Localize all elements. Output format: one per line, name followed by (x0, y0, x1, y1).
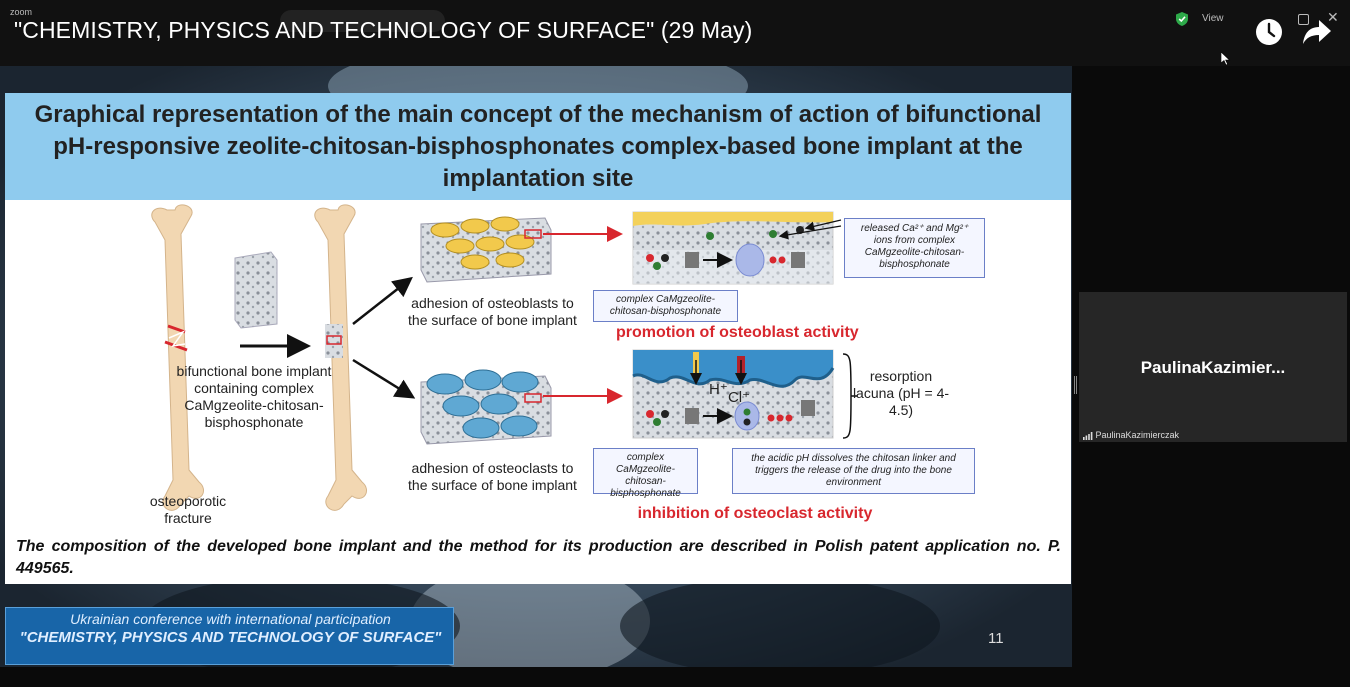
cursor-icon (1221, 52, 1231, 66)
mechanism-diagram (151, 204, 857, 511)
resorption-label: resorption lacuna (pH = 4-4.5) (852, 368, 950, 418)
participant-name-label: PaulinaKazimierczak (1083, 430, 1179, 440)
inhibition-heading: inhibition of osteoclast activity (637, 505, 873, 522)
promotion-heading: promotion of osteoblast activity (616, 324, 859, 341)
participant-video-tile[interactable]: PaulinaKazimier... PaulinaKazimierczak (1079, 292, 1347, 442)
implant-cube (234, 251, 278, 329)
banner-conference-name: "CHEMISTRY, PHYSICS AND TECHNOLOGY OF SU… (19, 629, 442, 646)
slide-header: Graphical representation of the main con… (5, 93, 1071, 200)
conference-banner: Ukrainian conference with international … (5, 607, 454, 665)
released-ions-callout: released Ca²⁺ and Mg²⁺ ions from complex… (844, 218, 985, 278)
fractured-bone (151, 204, 204, 511)
view-button[interactable]: View (1202, 13, 1224, 24)
osteoblast-zoom-panel (632, 211, 842, 285)
osteoblast-block (420, 216, 552, 283)
osteoblasts-label: adhesion of osteoblasts to the surface o… (408, 295, 577, 328)
restore-icon[interactable] (1298, 14, 1309, 25)
window-title: "CHEMISTRY, PHYSICS AND TECHNOLOGY OF SU… (14, 17, 753, 43)
slide-footnote: The composition of the developed bone im… (16, 538, 1061, 577)
arrow-to-osteoblasts (352, 276, 413, 325)
h-ion-label: H⁺ (709, 381, 728, 398)
shield-icon[interactable] (1176, 12, 1188, 26)
slide-title: Graphical representation of the main con… (34, 101, 1042, 192)
complex-callout-top: complex CaMgzeolite-chitosan-bisphosphon… (593, 290, 738, 322)
banner-subtitle: Ukrainian conference with international … (70, 611, 391, 627)
signal-icon (1083, 431, 1093, 440)
arrow-to-osteoclasts (352, 358, 416, 399)
share-icon[interactable] (1302, 18, 1332, 46)
acidic-ph-callout: the acidic pH dissolves the chitosan lin… (732, 448, 975, 494)
cl-ion-label: Cl⁺ (727, 389, 751, 406)
treated-bone (314, 204, 367, 511)
window-topbar (0, 0, 1350, 66)
osteoclast-block (420, 369, 552, 445)
osteoclasts-label: adhesion of osteoclasts to the surface o… (408, 460, 577, 493)
fracture-label: osteoporotic fracture (149, 493, 227, 526)
osteoclast-zoom-panel (632, 349, 857, 439)
close-icon[interactable]: ✕ (1327, 9, 1339, 25)
ghost-recording-pill (280, 10, 445, 32)
zoom-logo: zoom (10, 7, 33, 17)
participant-display-name: PaulinaKazimier... (1140, 358, 1286, 377)
panel-resize-handle[interactable] (1074, 376, 1077, 394)
implant-label: bifunctional bone implant containing com… (176, 363, 332, 430)
slide-page-number: 11 (988, 630, 1004, 647)
presentation-slide: Graphical representation of the main con… (5, 93, 1071, 584)
clock-icon[interactable] (1255, 18, 1283, 46)
complex-callout-bottom: complex CaMgzeolite-chitosan-bisphosphon… (593, 448, 698, 499)
participant-label-text: PaulinaKazimierczak (1095, 430, 1180, 440)
